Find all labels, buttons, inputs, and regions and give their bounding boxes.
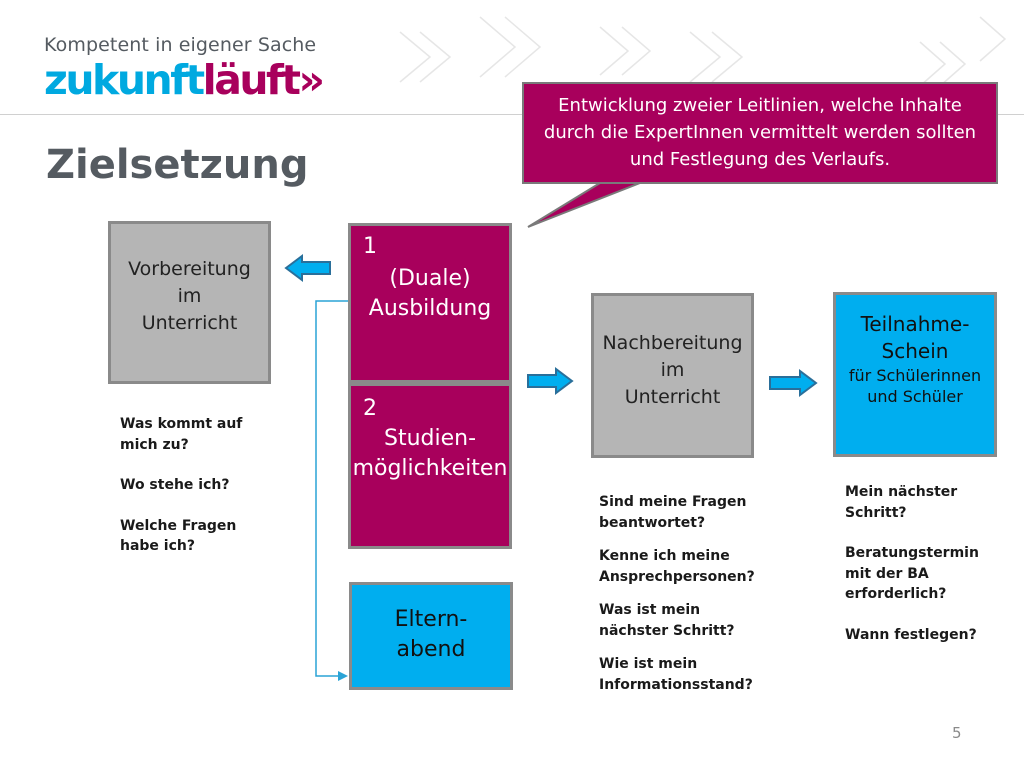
box-studium-line1: Studien- bbox=[383, 426, 477, 451]
arrow-left-icon bbox=[284, 254, 331, 282]
box-elternabend: Eltern- abend bbox=[349, 582, 513, 690]
page-number: 5 bbox=[952, 724, 962, 742]
box-nachbereitung-line1: Nachbereitung bbox=[602, 332, 743, 354]
arrow-right-icon-2 bbox=[769, 369, 818, 397]
brand-logo-part1: zukunft bbox=[44, 56, 205, 104]
box-nachbereitung: Nachbereitung im Unterricht bbox=[591, 293, 754, 458]
box-studium-line2: möglichkeiten bbox=[352, 456, 508, 481]
question-item: Beratungstermin mit der BA erforderlich? bbox=[845, 545, 979, 602]
header-tagline: Kompetent in eigener Sache bbox=[44, 34, 317, 56]
box-ausbildung-line1: (Duale) bbox=[389, 266, 471, 291]
callout-line-3: und Festlegung des Verlaufs. bbox=[629, 149, 891, 170]
box-nachbereitung-line3: Unterricht bbox=[624, 386, 721, 408]
box-teilnahme-line3: für Schülerinnen bbox=[848, 366, 982, 385]
questions-left: Was kommt auf mich zu? Wo stehe ich? Wel… bbox=[120, 414, 280, 577]
box-teilnahme-line4: und Schüler bbox=[867, 387, 963, 406]
question-item: Was kommt auf mich zu? bbox=[120, 416, 243, 453]
box-teilnahmeschein: Teilnahme- Schein für Schülerinnen und S… bbox=[833, 292, 997, 457]
questions-right: Mein nächster Schritt? Beratungstermin m… bbox=[845, 482, 1015, 665]
box-nachbereitung-line2: im bbox=[660, 359, 685, 381]
box-vorbereitung-line1: Vorbereitung bbox=[128, 258, 251, 280]
box-ausbildung-line2: Ausbildung bbox=[368, 296, 492, 321]
arrow-right-icon-1 bbox=[527, 367, 574, 395]
question-item: Mein nächster Schritt? bbox=[845, 484, 958, 521]
question-item: Wie ist mein Informationsstand? bbox=[599, 656, 753, 693]
bracket-arrowhead bbox=[338, 671, 348, 681]
callout-goal: Entwicklung zweier Leitlinien, welche In… bbox=[522, 82, 998, 184]
question-item: Kenne ich meine Ansprechpersonen? bbox=[599, 548, 755, 585]
box-studium: 2 Studien- möglichkeiten bbox=[348, 383, 512, 549]
page-title: Zielsetzung bbox=[46, 142, 309, 188]
box-teilnahme-line1: Teilnahme- bbox=[860, 312, 970, 336]
brand-logo-part2: läuft» bbox=[202, 56, 325, 104]
header-chevron-pattern bbox=[399, 16, 1007, 87]
question-item: Wo stehe ich? bbox=[120, 477, 230, 493]
question-item: Welche Fragen habe ich? bbox=[120, 517, 237, 555]
question-item: Wann festlegen? bbox=[845, 626, 977, 643]
box-elternabend-line2: abend bbox=[396, 637, 466, 662]
callout-line-2: durch die ExpertInnen vermittelt werden … bbox=[543, 122, 977, 143]
questions-middle: Sind meine Fragen beantwortet? Kenne ich… bbox=[599, 492, 779, 708]
header-divider bbox=[0, 114, 1024, 115]
brand-logo: zukunftläuft» bbox=[44, 56, 325, 104]
box-ausbildung: 1 (Duale) Ausbildung bbox=[348, 223, 512, 383]
question-item: Was ist mein nächster Schritt? bbox=[599, 602, 735, 639]
box-vorbereitung: Vorbereitung im Unterricht bbox=[108, 221, 271, 384]
box-vorbereitung-line2: im bbox=[177, 285, 202, 307]
box-teilnahme-line2: Schein bbox=[881, 339, 949, 363]
box-studium-number: 2 bbox=[363, 396, 377, 421]
bracket-connector bbox=[315, 300, 348, 677]
question-item: Sind meine Fragen beantwortet? bbox=[599, 494, 747, 531]
callout-line-1: Entwicklung zweier Leitlinien, welche In… bbox=[558, 95, 962, 116]
box-vorbereitung-line3: Unterricht bbox=[141, 312, 238, 334]
box-ausbildung-number: 1 bbox=[363, 234, 377, 259]
box-elternabend-line1: Eltern- bbox=[394, 607, 468, 632]
